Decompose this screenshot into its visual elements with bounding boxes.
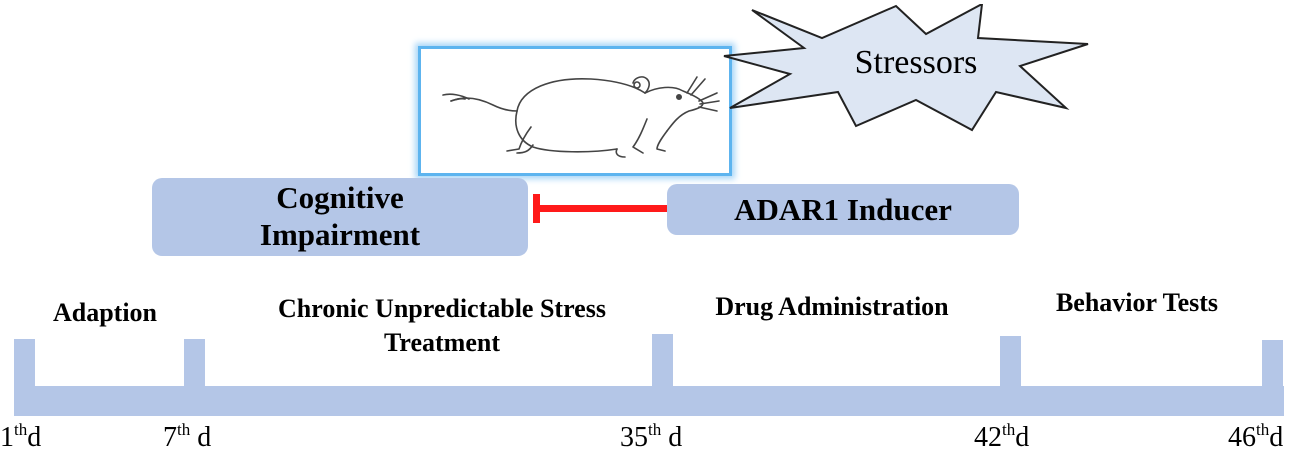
- rat-illustration-icon: [442, 76, 720, 158]
- timeline-tick-day7: [184, 339, 205, 416]
- adar1-inducer-label: ADAR1 Inducer: [734, 191, 952, 227]
- rat-image-frame: [418, 46, 732, 176]
- day-label-42: 42thd: [974, 420, 1030, 453]
- inhibition-arrow-icon: [533, 194, 540, 223]
- day-label-35: 35th d: [620, 420, 683, 453]
- phase-label-behavior-tests: Behavior Tests: [1055, 288, 1219, 317]
- phase-label-stress-treatment: Chronic Unpredictable Stress Treatment: [236, 292, 648, 360]
- timeline-bar: [14, 386, 1284, 416]
- cognitive-line2: Impairment: [259, 217, 421, 252]
- day-label-7: 7th d: [163, 420, 212, 453]
- cognitive-line1: Cognitive: [276, 180, 404, 216]
- starburst-icon: [723, 4, 1089, 132]
- timeline-tick-day35: [652, 334, 673, 416]
- phase-label-drug-administration: Drug Administration: [715, 292, 949, 321]
- phase-2-line1: Chronic Unpredictable Stress: [278, 294, 606, 323]
- stressors-burst: [720, 4, 1100, 132]
- cognitive-impairment-box: Cognitive Impairment: [152, 178, 528, 256]
- day-label-46: 46thd: [1228, 420, 1284, 453]
- timeline-tick-day42: [1000, 336, 1021, 416]
- timeline-tick-day46: [1262, 340, 1283, 416]
- day-label-1: 1thd: [0, 420, 42, 453]
- inhibition-arrow-line: [537, 205, 668, 212]
- phase-2-line2: Treatment: [384, 327, 500, 357]
- stressors-label: Stressors: [854, 44, 978, 81]
- adar1-inducer-box: ADAR1 Inducer: [667, 184, 1019, 235]
- phase-label-adaption: Adaption: [52, 298, 158, 327]
- timeline-tick-day1: [14, 339, 35, 416]
